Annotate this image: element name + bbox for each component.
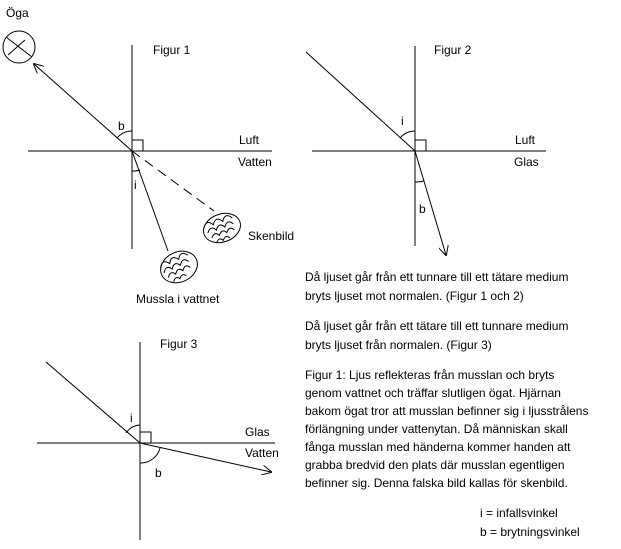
eye-icon bbox=[2, 30, 36, 64]
right-angle-marker bbox=[131, 139, 144, 152]
shell-real-label: Mussla i vattnet bbox=[136, 292, 220, 306]
angle-i-label: i bbox=[134, 178, 137, 192]
paragraph-3-line: grabba bredvid den plats där musslan ege… bbox=[305, 458, 565, 472]
explanation-text: Då ljuset går från ett tunnare till ett … bbox=[305, 270, 588, 539]
incident-ray bbox=[45, 361, 141, 444]
right-angle-marker bbox=[139, 431, 152, 444]
paragraph-2-line-2: bryts ljuset från normalen. (Figur 3) bbox=[305, 338, 492, 352]
eye-label: Öga bbox=[6, 6, 29, 20]
bottom-medium-label: Glas bbox=[514, 155, 539, 169]
paragraph-3-line: förlängning under vattenytan. Då människ… bbox=[305, 422, 568, 436]
figure-1-title: Figur 1 bbox=[153, 43, 191, 57]
refracted-ray bbox=[34, 64, 133, 152]
refracted-ray bbox=[414, 150, 446, 255]
paragraph-1-line-1: Då ljuset går från ett tunnare till ett … bbox=[305, 270, 568, 284]
incident-ray bbox=[131, 150, 169, 252]
figure-3: Figur 3 Glas Vatten i b bbox=[37, 337, 279, 540]
paragraph-1-line-2: bryts ljuset mot normalen. (Figur 1 och … bbox=[305, 289, 524, 303]
angle-i-label: i bbox=[130, 411, 133, 425]
paragraph-3-line: genom vattnet och träffar slutligen ögat… bbox=[305, 386, 561, 400]
angle-i-label: i bbox=[401, 114, 404, 128]
paragraph-3-line: Figur 1: Ljus reflekteras från musslan o… bbox=[305, 368, 554, 382]
top-medium-label: Luft bbox=[239, 133, 260, 147]
paragraph-2-line-1: Då ljuset går från ett tätare till ett t… bbox=[305, 319, 568, 333]
paragraph-3-line: befinner sig. Denna falska bild kallas f… bbox=[305, 476, 568, 490]
angle-i-arc bbox=[125, 424, 141, 434]
shell-image-label: Skenbild bbox=[248, 229, 294, 243]
figure-3-title: Figur 3 bbox=[160, 337, 198, 351]
right-angle-marker bbox=[414, 139, 427, 152]
legend-b: b = brytningsvinkel bbox=[480, 525, 580, 539]
figure-1: Öga Figur 1 Luft Vatten b i Skenbild bbox=[2, 6, 294, 306]
shell-image-icon bbox=[203, 212, 241, 244]
incident-ray bbox=[305, 51, 416, 152]
refracted-ray bbox=[139, 442, 271, 472]
angle-i-arc bbox=[131, 169, 141, 172]
angle-b-arc bbox=[116, 130, 133, 139]
figure-2: Figur 2 Luft Glas i b bbox=[305, 43, 546, 255]
figure-2-title: Figur 2 bbox=[434, 43, 472, 57]
angle-b-label: b bbox=[118, 119, 125, 133]
angle-b-label: b bbox=[419, 202, 426, 216]
angle-i-arc bbox=[399, 130, 416, 139]
angle-b-label: b bbox=[155, 466, 162, 480]
bottom-medium-label: Vatten bbox=[245, 446, 279, 460]
shell-real-icon bbox=[160, 250, 198, 284]
top-medium-label: Glas bbox=[245, 425, 270, 439]
top-medium-label: Luft bbox=[515, 133, 536, 147]
legend-i: i = infallsvinkel bbox=[480, 506, 558, 520]
angle-b-arc bbox=[139, 447, 161, 464]
bottom-medium-label: Vatten bbox=[238, 155, 272, 169]
angle-b-arc bbox=[414, 180, 425, 183]
apparent-ray bbox=[131, 150, 215, 212]
paragraph-3-line: fånga musslan med händerna kommer handen… bbox=[305, 440, 571, 454]
paragraph-3-line: bakom ögat tror att musslan befinner sig… bbox=[305, 404, 588, 418]
